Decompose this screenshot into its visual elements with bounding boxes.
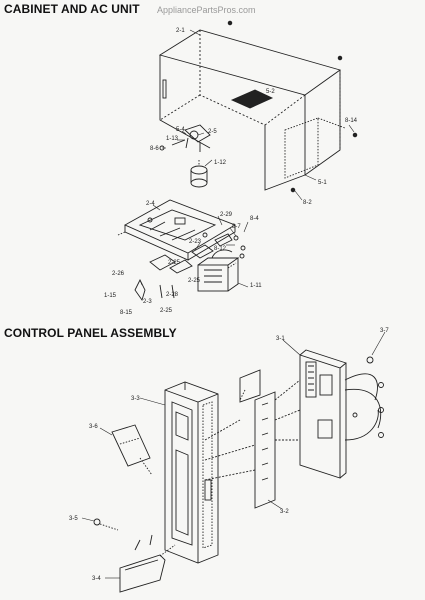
section-title-cabinet: CABINET AND AC UNIT <box>4 2 140 16</box>
callout-8-4: 8-4 <box>250 216 259 222</box>
callout-5-4: 5-4 <box>176 127 185 133</box>
callout-3-5: 3-5 <box>69 516 78 522</box>
callout-1-12: 1-12 <box>214 160 227 166</box>
relay-components <box>134 233 246 302</box>
callout-8-6: 8-6 <box>150 146 159 152</box>
base-chassis <box>117 199 237 261</box>
callout-3-1: 3-1 <box>276 336 285 342</box>
door-handle <box>119 534 176 593</box>
callout-2-25b: 2-25 <box>188 278 201 284</box>
callout-2-5: 2-5 <box>208 129 217 135</box>
callout-3-2: 3-2 <box>280 509 289 515</box>
callout-8-12: 8-12 <box>214 246 227 252</box>
control-panel-frame <box>164 381 219 564</box>
callout-8-2: 8-2 <box>303 200 312 206</box>
callout-3-7: 3-7 <box>380 328 389 334</box>
callout-2-26: 2-26 <box>112 271 125 277</box>
callout-8-15: 8-15 <box>120 310 133 316</box>
control-callout-labels: 3-1 3-7 3-3 3-6 3-5 3-2 3-4 <box>69 328 389 582</box>
callout-1-11: 1-11 <box>250 283 262 289</box>
callout-1-13: 1-13 <box>166 136 179 142</box>
screw-3-5 <box>93 518 119 531</box>
callout-8-14: 8-14 <box>345 118 358 124</box>
fan-motor-bracket <box>159 124 211 188</box>
callout-5-2: 5-2 <box>266 89 275 95</box>
callout-2-4: 2-4 <box>146 201 155 207</box>
cabinet-housing <box>158 20 358 193</box>
callout-3-3: 3-3 <box>131 396 140 402</box>
callout-2-25c: 2-25 <box>160 308 173 314</box>
control-board <box>299 349 384 479</box>
callout-2-1: 2-1 <box>176 28 185 34</box>
window-plate <box>111 424 153 476</box>
key-board-bracket <box>204 369 301 509</box>
callout-2-3: 2-3 <box>143 299 152 305</box>
section-title-control-panel: CONTROL PANEL ASSEMBLY <box>4 326 177 340</box>
control-leaders <box>81 331 386 579</box>
callout-2-25: 2-25 <box>168 260 181 266</box>
cabinet-callout-labels: 2-1 5-2 5-4 2-5 1-13 8-6 8-14 1-12 5-1 8… <box>104 28 358 316</box>
callout-2-23: 2-23 <box>189 239 202 245</box>
callout-2-28: 2-28 <box>166 292 179 298</box>
callout-3-6: 3-6 <box>89 424 98 430</box>
watermark: AppliancePartsPros.com <box>157 5 256 15</box>
callout-1-15: 1-15 <box>104 293 117 299</box>
callout-5-1: 5-1 <box>318 180 327 186</box>
callout-3-4: 3-4 <box>92 576 101 582</box>
cabinet-leaders <box>139 29 355 288</box>
callout-2-29: 2-29 <box>220 212 233 218</box>
callout-8-7: 8-7 <box>232 224 241 230</box>
